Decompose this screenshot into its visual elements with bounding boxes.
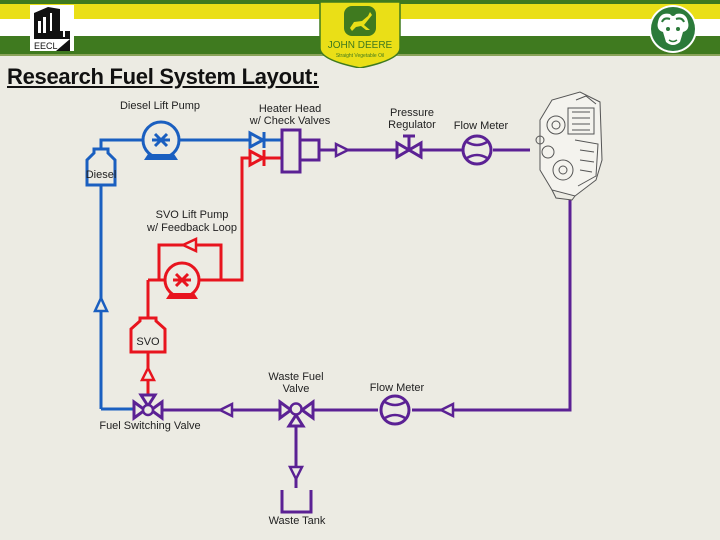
- svo-lift-pump-label-2: w/ Feedback Loop: [146, 222, 237, 234]
- pressure-regulator-label-1: Pressure: [390, 107, 434, 119]
- heater-head-label-1: Heater Head: [259, 103, 321, 115]
- flow-meter-top-label: Flow Meter: [454, 120, 509, 132]
- svo-flow-arrow-icon: [139, 365, 157, 382]
- pressure-regulator-label-2: Regulator: [388, 119, 436, 131]
- return-to-switch-arrow-icon: [217, 401, 234, 419]
- john-deere-brand: JOHN DEERE: [328, 40, 393, 51]
- svo-lift-pump-icon: [163, 261, 201, 299]
- svo-to-heater-pipe: [199, 156, 250, 282]
- waste-fuel-valve-label-2: Valve: [283, 383, 310, 395]
- svo-lift-pump-label-1: SVO Lift Pump: [156, 209, 229, 221]
- diesel-flow-arrow-icon: [93, 295, 109, 313]
- supply-flow-arrow-icon: [334, 141, 351, 159]
- page-title: Research Fuel System Layout:: [7, 64, 319, 89]
- svo-feedback-arrow-icon: [180, 237, 198, 253]
- waste-fuel-valve-icon: [278, 399, 315, 428]
- diesel-tank-outlet-pipe: [99, 138, 143, 150]
- return-flow-arrow-icon: [438, 401, 455, 419]
- john-deere-subtitle: Straight Vegetable Oil: [336, 53, 384, 59]
- supply-return-line: [162, 148, 572, 488]
- flow-meter-bottom-icon: [379, 394, 411, 426]
- john-deere-logo: JOHN DEERE Straight Vegetable Oil: [319, 2, 401, 68]
- engine-return-pipe: [412, 200, 572, 412]
- flow-meter-top-icon: [461, 134, 493, 166]
- eecl-logo: EECL: [30, 5, 74, 51]
- header-banner: EECL JOHN DEERE Straight Vegetable Oil: [0, 0, 720, 68]
- fuel-switching-valve-label: Fuel Switching Valve: [99, 420, 200, 432]
- ram-head-icon: [657, 13, 689, 45]
- diesel-tank-label: Diesel: [86, 169, 117, 181]
- deer-icon: [350, 12, 372, 31]
- svo-tank-icon: [129, 316, 167, 354]
- waste-fuel-valve-label-1: Waste Fuel: [268, 371, 323, 383]
- flow-meter-bottom-label: Flow Meter: [370, 382, 425, 394]
- waste-flow-arrow-icon: [287, 465, 305, 482]
- waste-tank-icon: [280, 490, 313, 514]
- eecl-logo-text: EECL: [34, 41, 58, 51]
- waste-tank-label: Waste Tank: [269, 515, 326, 527]
- diesel-check-valve-icon: [248, 130, 267, 150]
- svo-tank-label: SVO: [136, 336, 160, 348]
- heater-head-label-2: w/ Check Valves: [249, 115, 331, 127]
- engine-icon: [535, 91, 603, 201]
- diesel-tank-icon: [85, 147, 117, 187]
- heater-head-icon: [280, 128, 321, 174]
- pressure-regulator-icon: [395, 134, 423, 160]
- svo-check-valve-icon: [248, 148, 267, 168]
- fuel-switching-valve-icon: [132, 393, 164, 421]
- csu-ram-logo: [649, 5, 697, 53]
- diesel-lift-pump-icon: [141, 120, 181, 160]
- diesel-lift-pump-label: Diesel Lift Pump: [120, 100, 200, 112]
